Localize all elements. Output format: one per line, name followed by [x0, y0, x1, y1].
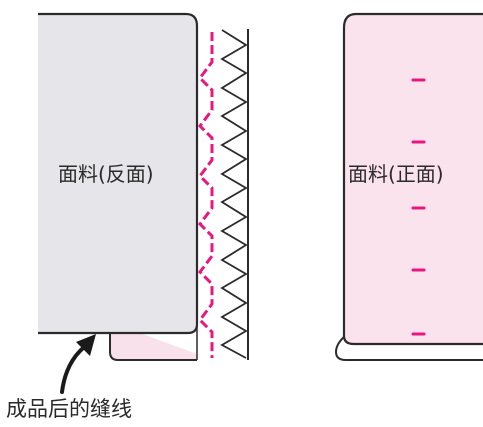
arrow-head	[76, 334, 96, 356]
right-fabric-panel	[334, 12, 483, 361]
right-fabric-label: 面料(正面)	[348, 162, 444, 186]
right-fabric-body	[342, 12, 483, 346]
left-fabric-body	[38, 12, 199, 335]
overlock-zigzag	[220, 29, 248, 359]
serged-edge-strip	[197, 29, 248, 361]
right-hem-fold	[334, 335, 483, 361]
left-fabric-panel	[38, 12, 249, 394]
curved-arrow-icon	[60, 342, 90, 394]
stitch-zigzag-line	[198, 32, 214, 358]
left-fabric-label: 面料(反面)	[58, 162, 154, 186]
finished-seam-caption: 成品后的缝线	[6, 397, 132, 421]
